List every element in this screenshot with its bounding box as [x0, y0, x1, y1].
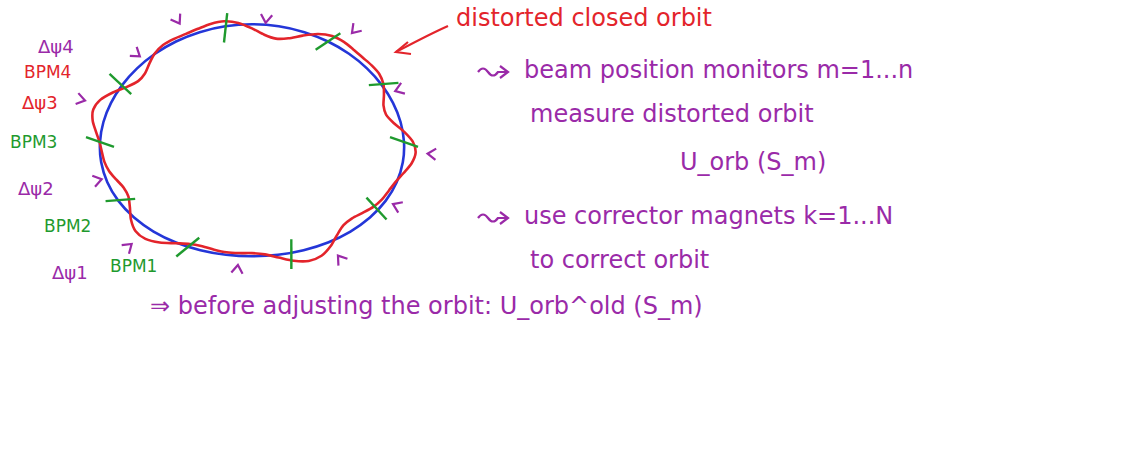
corrector-mark [231, 265, 242, 274]
note-text: measure distorted orbit [530, 100, 814, 129]
bpm-label: BPM1 [110, 256, 157, 276]
bpm-tick [224, 13, 227, 42]
corrector-mark [393, 202, 403, 212]
bpm-tick [106, 199, 136, 201]
phase-label: Δψ2 [18, 178, 54, 200]
note-text: ⇒ before adjusting the orbit: U_orb^old … [150, 292, 703, 321]
arrow-head [396, 42, 411, 54]
bpm-label: BPM4 [24, 62, 71, 82]
bpm-tick [176, 238, 199, 257]
bpm-tick [290, 239, 292, 269]
corrector-mark [338, 256, 347, 266]
note-text: to correct orbit [530, 246, 709, 275]
note-text: use corrector magnets k=1...N [524, 202, 893, 231]
bpm-label: BPM3 [10, 132, 57, 152]
note-text: beam position monitors m=1...n [524, 56, 913, 85]
corrector-mark [76, 93, 85, 104]
phase-label: Δψ1 [52, 262, 88, 284]
bpm-label: BPM2 [44, 216, 91, 236]
corrector-mark [130, 47, 140, 56]
corrector-mark [428, 149, 437, 160]
formula-text: U_orb (S_m) [680, 148, 826, 177]
corrector-mark [352, 23, 362, 33]
distorted-orbit [92, 21, 415, 261]
bpm-tick [390, 137, 418, 147]
orbit-label: distorted closed orbit [456, 4, 712, 33]
design-orbit [100, 24, 404, 256]
leader-arrow [396, 26, 448, 52]
corrector-mark [92, 176, 101, 187]
bpm-tick [86, 137, 114, 147]
corrector-mark [171, 14, 181, 24]
bullet-arrow [478, 66, 508, 78]
bpm-tick [366, 198, 386, 220]
phase-label: Δψ3 [22, 92, 58, 114]
bpm-tick [110, 74, 132, 94]
bpm-tick [369, 83, 399, 85]
bpm-tick [316, 33, 341, 49]
phase-label: Δψ4 [38, 36, 74, 58]
corrector-mark [122, 244, 132, 254]
bullet-arrow [478, 212, 508, 224]
corrector-mark [395, 83, 405, 94]
corrector-mark [261, 14, 272, 23]
